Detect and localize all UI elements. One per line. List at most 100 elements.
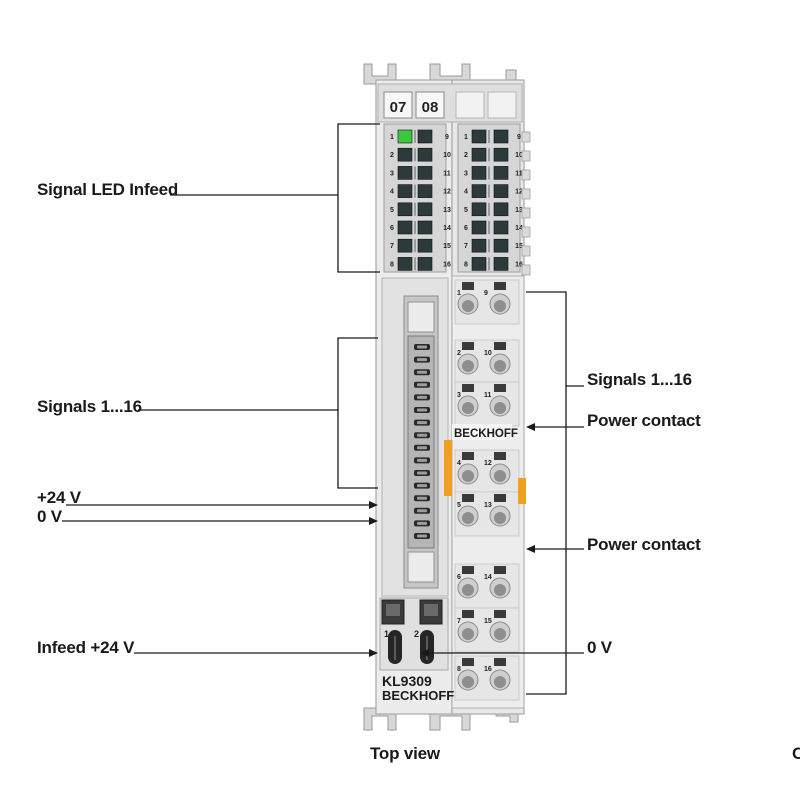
label-power-contact-2: Power contact (587, 535, 701, 554)
led-number-right: 13 (515, 207, 523, 214)
terminal-number: 13 (484, 502, 492, 509)
side-rib (521, 131, 531, 143)
led-number-left: 7 (464, 243, 468, 250)
connector-pin-contact (417, 370, 427, 374)
side-brand-logo: BECKHOFF (454, 428, 518, 440)
led-divider (488, 148, 490, 162)
led-bracket (337, 123, 380, 273)
led-divider (414, 184, 416, 198)
terminal-hole (494, 402, 506, 414)
terminal-release-slot (462, 610, 474, 618)
led-number-right: 16 (443, 261, 451, 268)
led (397, 220, 413, 235)
led-divider (488, 257, 490, 271)
connector-pin-contact (417, 408, 427, 412)
led-number-left: 2 (390, 152, 394, 159)
side-rib (521, 188, 531, 200)
terminal-number: 2 (457, 350, 461, 357)
led (417, 166, 433, 180)
terminal-number: 10 (484, 350, 492, 357)
terminal-number: 1 (457, 290, 461, 297)
connector-pin-contact (417, 458, 427, 462)
led-number-right: 12 (515, 189, 523, 196)
terminal-number: 16 (484, 666, 492, 673)
terminal-number: 8 (457, 666, 461, 673)
led-divider (414, 166, 416, 180)
terminal-release-slot (494, 658, 506, 666)
led (397, 184, 413, 198)
terminal-hole (494, 584, 506, 596)
led (417, 257, 433, 271)
ribbon-connector-pins (414, 344, 430, 539)
terminal-number: 15 (484, 618, 492, 625)
led-number-left: 1 (390, 134, 394, 141)
connector-pin-contact (417, 484, 427, 488)
led (493, 147, 509, 162)
led-number-right: 15 (515, 243, 523, 250)
terminal-release-slot (462, 494, 474, 502)
led-number-right: 9 (517, 134, 521, 141)
terminal-number: 5 (457, 502, 461, 509)
led (417, 238, 433, 253)
led-number-left: 6 (464, 225, 468, 232)
terminal-hole (494, 300, 506, 312)
led (493, 257, 509, 271)
side-rib (521, 245, 531, 257)
terminal-number: 4 (457, 460, 461, 467)
zerov-right-arrowhead (420, 649, 429, 657)
led (417, 184, 433, 198)
infeed-number-2: 2 (414, 629, 419, 639)
side-rib (521, 226, 531, 238)
led (417, 129, 433, 144)
channel-number-07: 07 (390, 99, 407, 116)
terminal-release-slot (462, 658, 474, 666)
connector-pin-contact (417, 358, 427, 362)
terminal-hole (462, 628, 474, 640)
led (493, 184, 509, 198)
led-number-left: 5 (390, 207, 394, 214)
terminal-release-slot (494, 566, 506, 574)
connector-pin-contact (417, 383, 427, 387)
led (417, 220, 433, 235)
led-number-left: 7 (390, 243, 394, 250)
led (471, 220, 487, 235)
led-divider (414, 239, 416, 253)
led (471, 202, 487, 217)
terminal-number: 14 (484, 574, 492, 581)
terminal-release-slot (462, 452, 474, 460)
model-label: KL9309 (382, 673, 432, 689)
side-rib (521, 150, 531, 162)
connector-pin-contact (417, 471, 427, 475)
led (397, 147, 413, 162)
led (493, 166, 509, 180)
led-number-right: 15 (443, 243, 451, 250)
zerov-arrowhead (369, 517, 378, 525)
led (493, 220, 509, 235)
label-cut-off: C (792, 744, 800, 763)
led (471, 184, 487, 198)
terminal-release-slot (494, 282, 506, 290)
led (493, 129, 509, 144)
led-number-right: 10 (515, 152, 523, 159)
terminal-release-slot (462, 384, 474, 392)
led (397, 257, 413, 271)
terminal-number: 12 (484, 460, 492, 467)
led-divider (414, 130, 416, 143)
terminal-release-slot (494, 384, 506, 392)
led-number-left: 4 (390, 189, 394, 196)
connector-pin-contact (417, 433, 427, 437)
terminal-release-slot (494, 342, 506, 350)
led (471, 166, 487, 180)
led-number-right: 9 (445, 134, 449, 141)
infeed-number-1: 1 (384, 629, 389, 639)
channel-number-08: 08 (422, 99, 439, 116)
connector-pin-contact (417, 446, 427, 450)
led-divider (488, 184, 490, 198)
terminal-hole (462, 512, 474, 524)
led (397, 166, 413, 180)
terminal-hole (494, 360, 506, 372)
led-number-right: 11 (515, 170, 523, 177)
